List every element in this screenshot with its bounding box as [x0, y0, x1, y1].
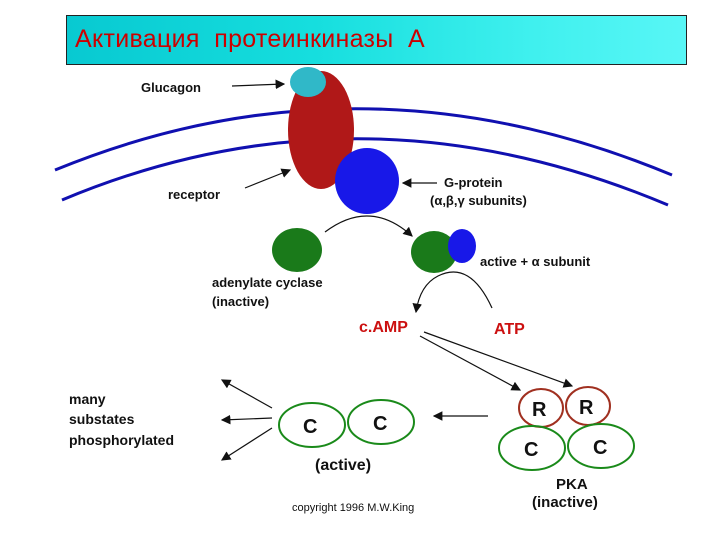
g-protein-shape [335, 148, 399, 214]
pka-c-subunit-1 [498, 425, 566, 471]
adenylate-cyclase-label: adenylate cyclase [212, 275, 323, 290]
pka-c-2-letter: C [593, 437, 607, 459]
camp-to-pka-arrow-1 [419, 335, 522, 391]
pka-r-2-letter: R [579, 397, 594, 419]
pka-inactive-label: (inactive) [532, 494, 598, 511]
pka-c-subunit-2 [567, 423, 635, 469]
camp-to-pka-arrow-2 [423, 331, 574, 388]
activation-curved-arrow [324, 215, 413, 237]
receptor-arrow [244, 168, 292, 189]
adenylate-cyclase-active-shape [411, 231, 457, 273]
alpha-subunit-shape [448, 229, 476, 263]
phosphorylation-arrow-down [220, 427, 273, 461]
pka-c-1-letter: C [524, 439, 538, 461]
g-protein-subunits-label: (α,β,γ subunits) [430, 193, 527, 208]
pka-r-1-letter: R [532, 399, 547, 421]
substates-label: substates [69, 411, 135, 427]
active-alpha-subunit-label: active + α subunit [480, 254, 591, 269]
copyright-text: copyright 1996 M.W.King [292, 502, 414, 514]
active-c-1-letter: C [303, 416, 317, 438]
slide-title: Активация протеинкиназы А [75, 25, 425, 53]
active-c-2-letter: C [373, 413, 387, 435]
adenylate-cyclase-inactive-shape [272, 228, 322, 272]
phosphorylated-label: phosphorylated [69, 432, 174, 448]
glucagon-shape [290, 67, 326, 97]
atp-to-camp-arc [412, 271, 493, 314]
active-c-subunit-2 [347, 399, 415, 445]
title-banner: Активация протеинкиназы А [66, 15, 687, 65]
camp-label: c.AMP [359, 319, 408, 336]
active-label: (active) [315, 457, 371, 474]
adenylate-cyclase-inactive-label: (inactive) [212, 294, 269, 309]
glucagon-label: Glucagon [141, 80, 201, 95]
active-c-subunit-1 [278, 402, 346, 448]
many-label: many [69, 391, 106, 407]
receptor-shape [288, 71, 354, 189]
g-protein-label: G-protein [444, 175, 503, 190]
phosphorylation-arrow-up [220, 379, 273, 409]
pka-label: PKA [556, 476, 588, 493]
atp-label: ATP [494, 321, 525, 338]
phosphorylation-arrow-mid [220, 414, 273, 425]
receptor-label: receptor [168, 187, 220, 202]
glucagon-arrow [231, 79, 286, 90]
membrane-inner-line [61, 137, 669, 207]
membrane-outer-line [54, 107, 673, 177]
